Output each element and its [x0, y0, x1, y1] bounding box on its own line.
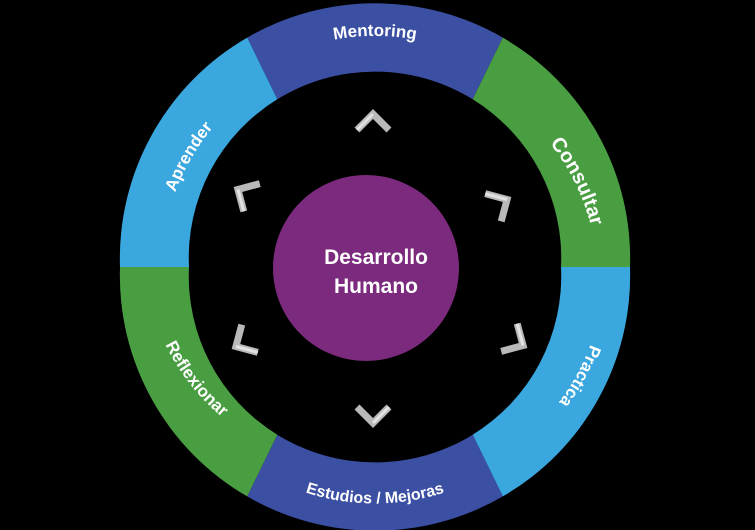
center-circle: Desarrollo Humano — [273, 175, 459, 361]
chevron-icon — [484, 190, 512, 223]
segment-ring — [119, 3, 631, 530]
segment-consultar — [472, 37, 631, 267]
segment-estudios-mejoras — [247, 434, 503, 530]
chevron-icon — [231, 323, 259, 356]
cycle-arrows — [231, 109, 528, 428]
chevron-icon — [354, 404, 392, 428]
center-label-line2: Humano — [334, 275, 418, 298]
center-label-line1: Desarrollo — [324, 246, 428, 269]
segment-label-mentoring: Mentoring — [332, 21, 419, 44]
segment-reflexionar — [119, 267, 278, 497]
chevron-icon — [500, 322, 528, 355]
chevron-icon — [233, 180, 261, 213]
chevron-icon — [354, 109, 392, 133]
segment-mentoring — [247, 3, 503, 100]
center-circle-fill — [273, 175, 459, 361]
segment-aprender — [119, 37, 278, 267]
segment-practica — [472, 267, 631, 497]
